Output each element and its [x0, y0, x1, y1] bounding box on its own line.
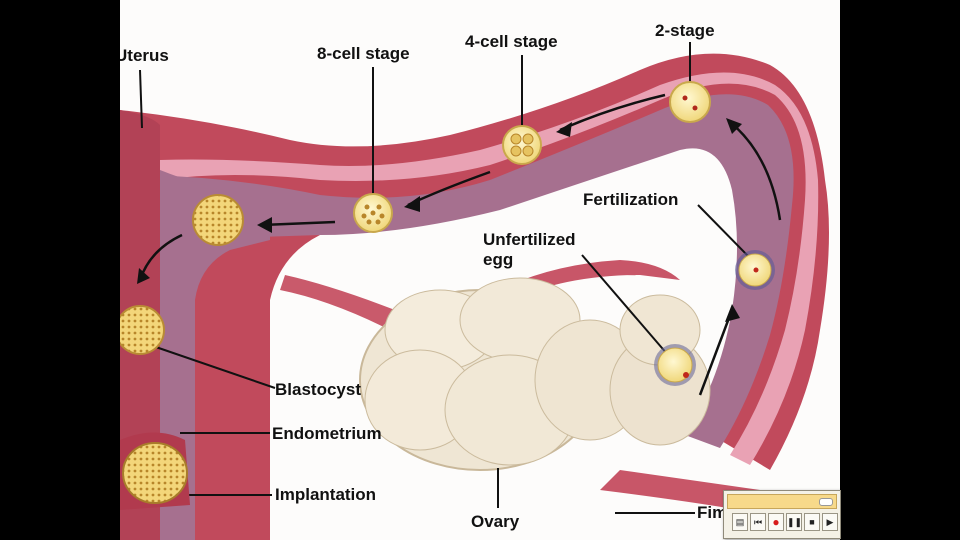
- play-icon[interactable]: ▶: [822, 513, 838, 531]
- label-unfertilized: Unfertilized: [483, 230, 576, 249]
- label-uterus: Uterus: [120, 46, 169, 65]
- fimbriae: [480, 260, 680, 305]
- arrow-heads: [137, 118, 742, 322]
- menu-icon[interactable]: ▤: [732, 513, 748, 531]
- player-title-bar[interactable]: [727, 494, 837, 509]
- label-two-cell: 2-stage: [655, 21, 715, 40]
- oviduct-lumen: [160, 72, 819, 465]
- pause-icon[interactable]: ❚❚: [786, 513, 802, 531]
- pointer-lines: [139, 42, 751, 514]
- label-four-cell: 4-cell stage: [465, 32, 558, 51]
- media-player-control[interactable]: ▤ ⏮ ● ❚❚ ■ ▶: [723, 490, 841, 539]
- label-implantation: Implantation: [275, 485, 377, 504]
- player-toggle-icon[interactable]: [819, 498, 833, 506]
- stop-icon[interactable]: ■: [804, 513, 820, 531]
- label-blastocyst: Blastocyst: [275, 380, 361, 399]
- label-eight-cell: 8-cell stage: [317, 44, 410, 63]
- rewind-icon[interactable]: ⏮: [750, 513, 766, 531]
- label-ovary: Ovary: [471, 512, 520, 531]
- reproductive-tract-diagram: [120, 42, 829, 540]
- fertilized-egg: [735, 250, 775, 290]
- unfertilized-egg: [654, 344, 696, 386]
- ovarian-ligament: [280, 275, 395, 330]
- eight-cell-embryo: [353, 193, 393, 233]
- blastocyst: [120, 305, 165, 355]
- label-egg: egg: [483, 250, 514, 269]
- fimbriae-lower: [600, 470, 760, 510]
- ovary: [359, 277, 711, 471]
- oviduct-interior: [150, 94, 794, 448]
- implanted-embryo: [120, 432, 190, 510]
- uterus-cavity: [160, 170, 270, 540]
- label-fimbriae: Fim: [697, 503, 728, 522]
- two-cell-embryo: [669, 81, 711, 123]
- morula: [192, 194, 244, 246]
- diagram-panel: Uterus 8-cell stage 4-cell stage 2-stage…: [120, 0, 840, 540]
- label-endometrium: Endometrium: [272, 424, 382, 443]
- four-cell-embryo: [502, 125, 542, 165]
- record-icon[interactable]: ●: [768, 513, 784, 531]
- label-fertilization: Fertilization: [583, 190, 679, 209]
